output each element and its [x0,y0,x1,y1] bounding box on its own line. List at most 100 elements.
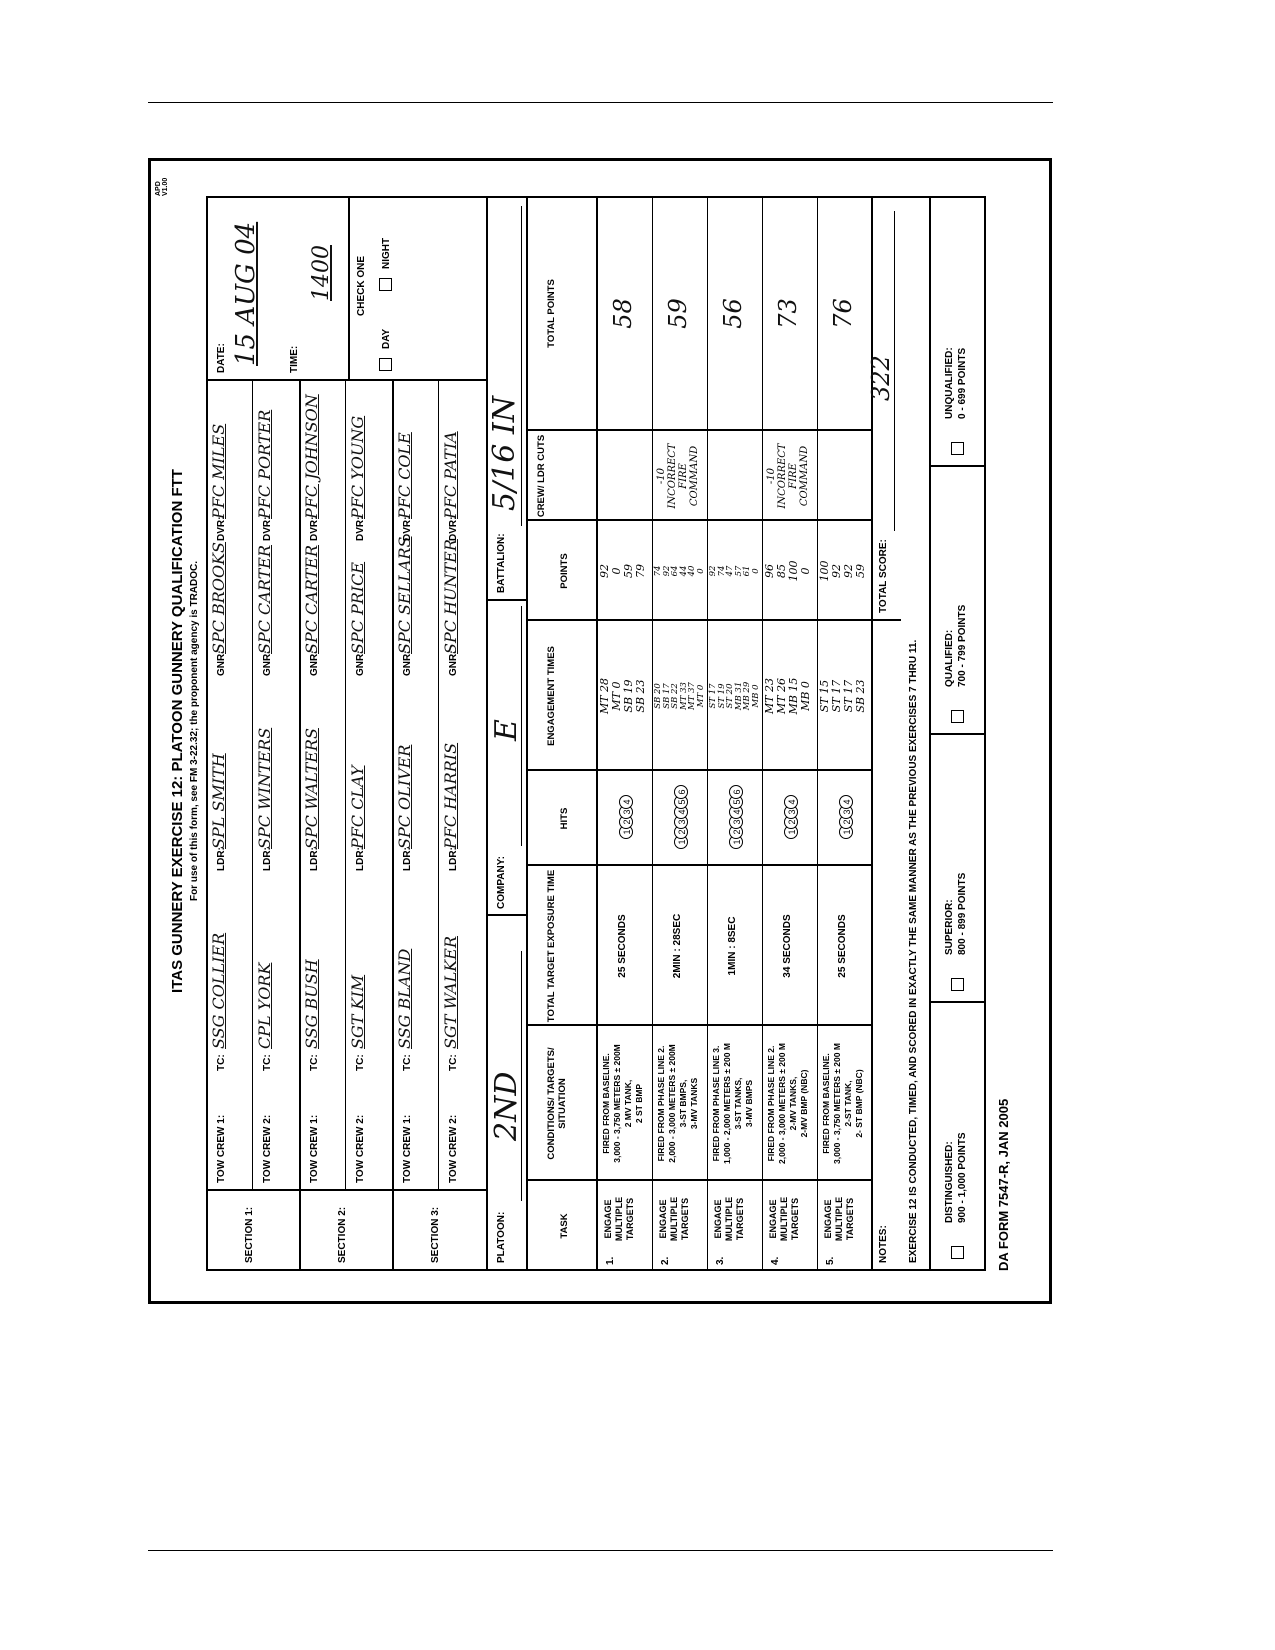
rating-checkbox[interactable] [951,978,964,991]
task-number: 1. [605,1256,616,1265]
dvr-label: DVR: [448,516,459,541]
header-row-top [526,196,528,1271]
rotated-form: ITAS GUNNERY EXERCISE 12: PLATOON GUNNER… [151,161,1049,1301]
crew-divider [345,381,346,1191]
hits-header: HITS [559,807,570,830]
condition-line: 3-ST BMPS, [678,1079,688,1128]
total-score-divider [871,619,901,621]
task-name: ENGAGE MULTIPLE TARGETS [658,1196,690,1242]
column-divider [526,1179,871,1181]
condition-line: 2-MV BMP (NBC) [799,1069,809,1138]
tc-name: CPL YORK [255,962,274,1049]
ldr-label: LDR: [309,847,320,871]
gnr-name: SPC CARTER [255,544,274,654]
total-score-label: TOTAL SCORE: [878,539,889,613]
exposure-time: 25 SECONDS [617,914,628,978]
night-label: NIGHT [381,237,392,269]
column-divider [526,619,871,621]
points-value: 0 [750,568,761,574]
tc-name: SSG COLLIER [209,932,228,1049]
task-header: TASK [559,1213,570,1239]
dvr-name: PFC PATIA [441,431,460,519]
column-divider [526,769,871,771]
total-points-header: TOTAL POINTS [546,279,557,348]
section-col-divider [206,1189,486,1191]
points-value: 0 [695,568,706,574]
dvr-label: DVR: [309,516,320,541]
platoon-value: 2ND [489,1071,524,1141]
gnr-name: SPC SELLARS [395,536,414,654]
exposure-time: 1MIN : 8SEC [727,916,738,976]
battalion-label: BATTALION: [496,533,507,593]
rating-checkbox[interactable] [951,710,964,723]
gnr-label: GNR: [355,650,366,676]
crew-cut-line: INCORRECT [667,443,678,509]
hit-mark: 6 [729,785,743,799]
task-name: ENGAGE MULTIPLE TARGETS [603,1196,635,1242]
crew-divider [252,381,253,1191]
crew-cut-line: COMMAND [799,445,810,507]
ldr-name: PFC CLAY [348,765,367,849]
condition-line: FIRED FROM PHASE LINE 3. [711,1045,721,1162]
company-value: E [489,719,524,741]
rating-checkbox[interactable] [951,1246,964,1259]
date-label: DATE: [216,343,227,373]
crew-cut-line: -10 [656,467,667,485]
condition-line: 3-MV TANKS [689,1077,699,1130]
condition-line: 3,000 - 3,750 METERS ± 200 M [832,1043,842,1164]
battalion-underline [521,206,522,526]
points-value: 0 [799,567,812,575]
gnr-label: GNR: [402,650,413,676]
condition-line: 1,000 - 2,000 METERS ± 200 M [722,1043,732,1164]
tc-name: SGT WALKER [441,935,460,1049]
crew-cut-line: FIRE [788,463,799,489]
battalion-value: 5/16 IN [487,395,522,511]
task-name: ENGAGE MULTIPLE TARGETS [823,1196,855,1242]
day-label: DAY [381,328,392,349]
condition-line: 2 ST BMP [634,1083,644,1124]
task-name: ENGAGE MULTIPLE TARGETS [713,1196,745,1242]
condition-line: 3-MV BMPS [744,1079,754,1128]
crew-cut-line: FIRE [678,463,689,489]
gnr-label: GNR: [448,650,459,676]
night-checkbox[interactable] [379,278,392,291]
condition-line: 2-ST TANK, [843,1080,853,1127]
tow-crew-label: TOW CREW 1: [402,1114,413,1183]
tow-crew-label: TOW CREW 1: [216,1114,227,1183]
tc-label: TC: [402,1054,413,1071]
company-divider [486,914,526,916]
platoon-underline [521,951,522,1201]
tow-crew-label: TOW CREW 2: [448,1114,459,1183]
crew-cut-line: COMMAND [689,445,700,507]
tow-crew-label: TOW CREW 2: [262,1114,273,1183]
rating-label: UNQUALIFIED: [944,347,955,419]
engagement-header: ENGAGEMENT TIMES [546,646,557,746]
tow-crew-label: TOW CREW 1: [309,1114,320,1183]
condition-line: 3,000 - 3,750 METERS ± 200M [612,1044,622,1163]
hit-mark: 4 [619,795,633,809]
task-number: 4. [770,1256,781,1265]
dvr-name: PFC MILES [209,423,228,519]
total-score-underline [894,211,895,531]
tc-name: SGT KIM [348,974,367,1049]
dvr-name: PFC COLE [395,432,414,519]
hits-circles: 1234 [617,795,635,839]
points-value: 79 [634,564,647,578]
day-checkbox[interactable] [379,358,392,371]
company-underline [521,606,522,846]
engagement-time: MB 0 [750,684,761,708]
rating-label: QUALIFIED: [944,629,955,687]
rating-checkbox[interactable] [951,442,964,455]
hit-mark: 4 [784,795,798,809]
ldr-label: LDR: [355,847,366,871]
exposure-time: 34 SECONDS [782,914,793,978]
task-number: 3. [715,1256,726,1265]
battalion-divider [486,599,526,601]
total-points: 59 [664,298,692,329]
bottom-rule [148,1550,1053,1551]
rating-range: 800 - 899 POINTS [957,872,968,955]
task-name: ENGAGE MULTIPLE TARGETS [768,1196,800,1242]
ldr-label: LDR: [402,847,413,871]
condition-line: 2,000 - 3,000 METERS ± 200M [667,1044,677,1163]
